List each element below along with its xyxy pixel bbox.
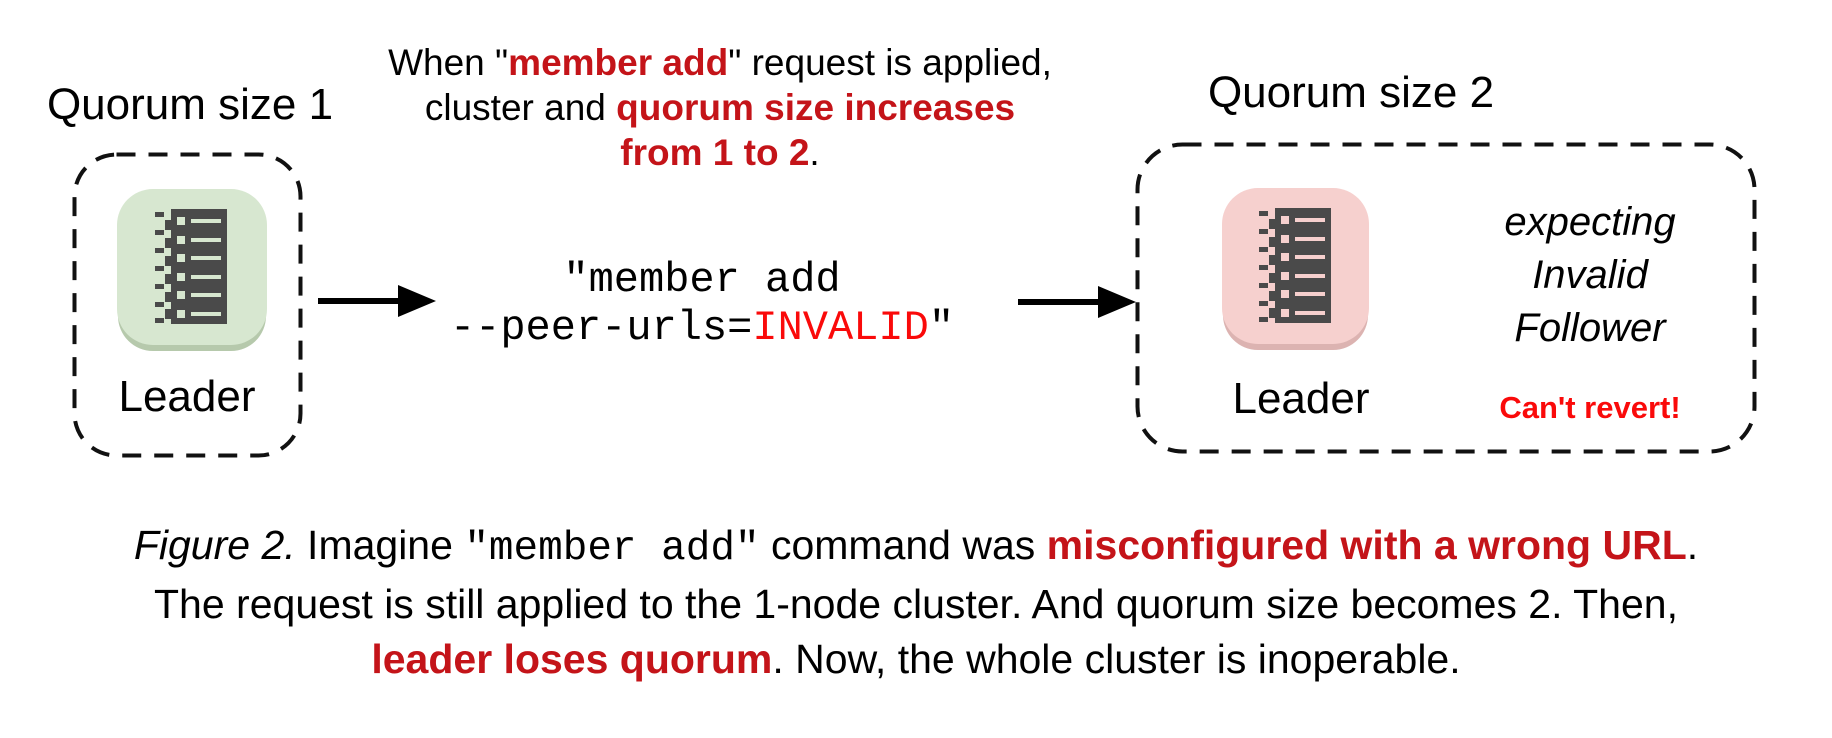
expecting-note: expecting Invalid Follower bbox=[1430, 196, 1750, 355]
right-cluster-box bbox=[1135, 142, 1757, 454]
caption-line-1: Figure 2. Imagine "member add" command w… bbox=[133, 522, 1699, 572]
expecting-line: expecting bbox=[1504, 200, 1676, 244]
leader-node-tile-left bbox=[117, 189, 267, 345]
command-line-1: "member add bbox=[563, 256, 841, 304]
figure-caption: Figure 2. Imagine "member add" command w… bbox=[0, 518, 1832, 687]
expecting-line: Invalid bbox=[1532, 253, 1648, 297]
command-line-2: --peer-urls=INVALID" bbox=[449, 304, 955, 352]
leader-label-right: Leader bbox=[1232, 374, 1370, 423]
annotation-line-3: from 1 to 2. bbox=[620, 132, 820, 173]
leader-node-tile-right bbox=[1222, 188, 1369, 344]
right-arrow-icon bbox=[318, 285, 436, 317]
server-rack-icon bbox=[1258, 208, 1331, 323]
leader-label-left: Leader bbox=[118, 372, 256, 421]
expecting-line: Follower bbox=[1514, 306, 1666, 350]
right-cluster-title: Quorum size 2 bbox=[1207, 68, 1495, 117]
server-rack-icon bbox=[155, 209, 227, 324]
caption-line-2: The request is still applied to the 1-no… bbox=[154, 581, 1678, 627]
cant-revert-warning: Can't revert! bbox=[1499, 390, 1681, 425]
left-cluster-box bbox=[72, 152, 303, 458]
command-text: "member add --peer-urls=INVALID" bbox=[392, 256, 1012, 352]
annotation-line-1: When "member add" request is applied, bbox=[388, 42, 1052, 83]
caption-line-3: leader loses quorum. Now, the whole clus… bbox=[371, 636, 1461, 682]
annotation-text: When "member add" request is applied, cl… bbox=[330, 40, 1110, 175]
annotation-line-2: cluster and quorum size increases bbox=[424, 87, 1016, 128]
left-cluster-title: Quorum size 1 bbox=[46, 80, 334, 129]
right-arrow-icon bbox=[1018, 286, 1136, 318]
